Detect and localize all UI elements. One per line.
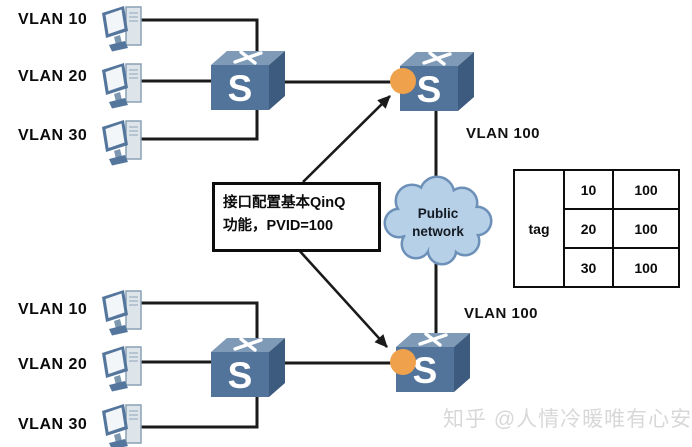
pc-icon-bottom-vlan30 bbox=[101, 403, 142, 447]
inner-tag-cell: 30 bbox=[563, 247, 614, 288]
pc-icon-top-vlan20 bbox=[101, 62, 142, 109]
qinq-port-dot-top bbox=[390, 68, 416, 94]
switch-top-access-icon bbox=[211, 49, 287, 112]
pc-icon-bottom-vlan10 bbox=[101, 289, 142, 336]
table-row: tag 10 100 bbox=[513, 169, 680, 288]
pc-icon-top-vlan10 bbox=[101, 5, 142, 52]
label-bottom-vlan30: VLAN 30 bbox=[18, 416, 88, 433]
pc-icon-bottom-vlan20 bbox=[101, 345, 142, 392]
inner-tag-cell: 20 bbox=[563, 208, 614, 249]
outer-tag-cell: 100 bbox=[612, 208, 680, 249]
zhihu-watermark: 知乎 @人情冷暖唯有心安 bbox=[443, 408, 692, 431]
outer-tag-cell: 100 bbox=[612, 169, 680, 210]
tag-row-header: tag bbox=[513, 169, 565, 288]
table-row: 20 100 bbox=[514, 208, 680, 249]
label-top-vlan10: VLAN 10 bbox=[18, 11, 88, 28]
label-trunk-vlan100-top: VLAN 100 bbox=[466, 125, 541, 142]
public-network-label: Public network bbox=[388, 205, 488, 240]
cloud-label-line2: network bbox=[412, 223, 464, 239]
callout-line1: 接口配置基本QinQ bbox=[223, 195, 346, 211]
link-bottom-vlan10 bbox=[141, 301, 259, 344]
link-top-vlan10 bbox=[141, 18, 259, 58]
inner-tag-cell: 10 bbox=[563, 169, 614, 210]
link-bottom-vlan30 bbox=[141, 394, 259, 429]
label-top-vlan30: VLAN 30 bbox=[18, 127, 88, 144]
callout-line2: 功能，PVID=100 bbox=[223, 218, 334, 235]
callout-arrows bbox=[296, 95, 391, 348]
label-bottom-vlan10: VLAN 10 bbox=[18, 301, 88, 318]
outer-tag-cell: 100 bbox=[612, 247, 680, 288]
arrow-to-bottom-qinq-port bbox=[296, 247, 388, 348]
label-bottom-vlan20: VLAN 20 bbox=[18, 356, 88, 373]
link-top-vlan30 bbox=[141, 108, 259, 141]
pc-icon-top-vlan30 bbox=[101, 119, 142, 166]
arrow-to-top-qinq-port bbox=[302, 95, 391, 183]
qinq-port-dot-bottom bbox=[390, 349, 416, 375]
tag-mapping-table: tag 10 100 20 100 30 100 bbox=[513, 169, 680, 288]
cloud-label-line1: Public bbox=[417, 206, 459, 221]
public-network-cloud-icon bbox=[383, 175, 493, 266]
label-trunk-vlan100-bottom: VLAN 100 bbox=[464, 305, 539, 322]
table-row: 30 100 bbox=[514, 247, 680, 288]
switch-bottom-access-icon bbox=[211, 336, 287, 399]
qinq-config-callout: 接口配置基本QinQ 功能，PVID=100 bbox=[212, 182, 381, 252]
label-top-vlan20: VLAN 20 bbox=[18, 68, 88, 85]
